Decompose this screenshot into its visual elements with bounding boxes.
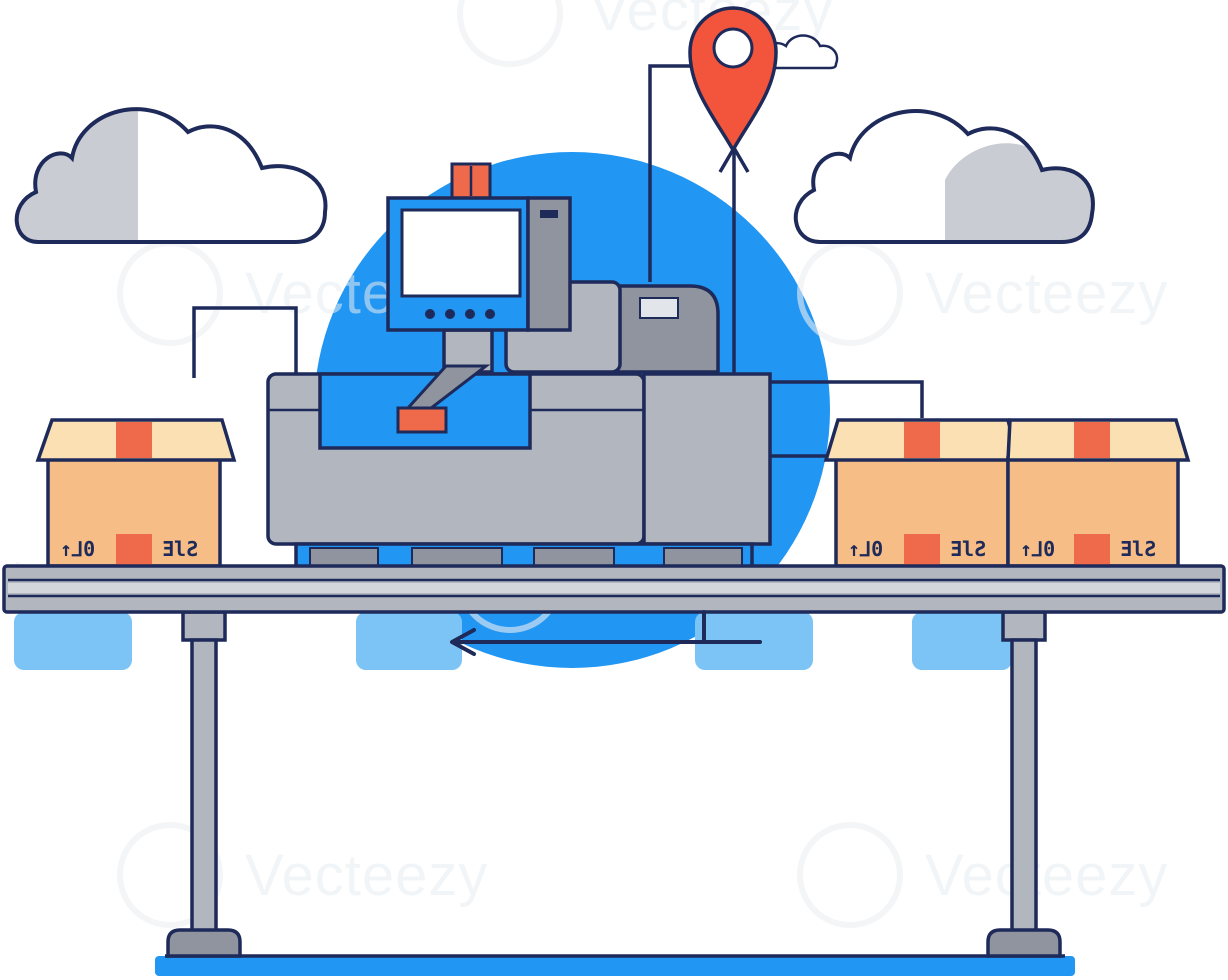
box-mark-left: ↑⅃0 xyxy=(60,537,95,561)
cloud-left-icon xyxy=(14,107,328,244)
stand-leg-right xyxy=(986,610,1062,958)
watermark-text: Vecteezy xyxy=(925,843,1168,908)
monitor-screen xyxy=(386,196,572,332)
belt-shadows xyxy=(14,612,1012,670)
cardboard-box-left: ↑⅃0 ƎlƧ xyxy=(35,418,237,568)
packing-machine xyxy=(266,162,772,570)
box-mark-left: ↑⅃0 xyxy=(848,537,883,561)
stand-leg-left xyxy=(166,610,242,958)
watermark-layer: Vecteezy Vecteezy Vecteezy Vecteezy Vect… xyxy=(10,0,1168,928)
cardboard-box-right-2: ↑⅃0 ƎlƧ xyxy=(1006,418,1191,568)
cloud-right-icon xyxy=(793,109,1095,244)
conveyor-belt xyxy=(2,564,1226,614)
box-mark-right: ƎlƧ xyxy=(162,537,198,561)
box-mark-left: ↑⅃0 xyxy=(1020,537,1055,561)
location-pin-icon xyxy=(688,6,778,154)
watermark-text: Vecteezy xyxy=(925,261,1168,326)
box-mark-right: ƎlƧ xyxy=(1120,537,1156,561)
conveyor-stand xyxy=(155,610,1075,976)
box-mark-right: ƎlƧ xyxy=(950,537,986,561)
cardboard-box-right-1: ↑⅃0 ƎlƧ xyxy=(823,418,1021,568)
arrow-left-icon xyxy=(450,610,762,656)
watermark-text: Vecteezy xyxy=(245,843,488,908)
